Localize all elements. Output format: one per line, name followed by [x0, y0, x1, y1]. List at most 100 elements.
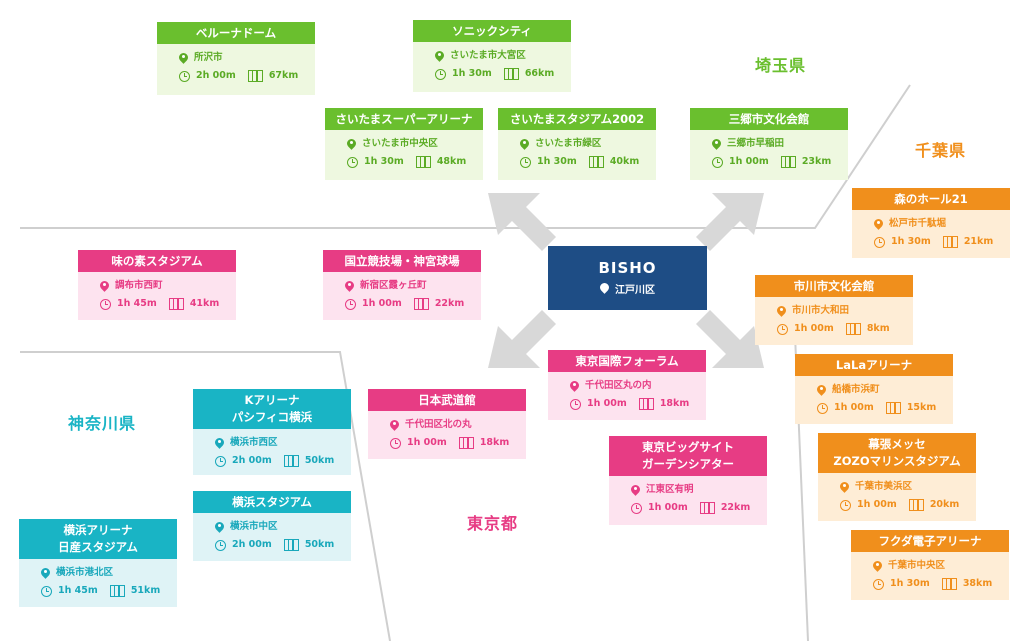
map-icon — [168, 298, 184, 310]
venue-travel-row: 1h 45m 51km — [41, 582, 177, 600]
pin-icon — [179, 53, 188, 64]
venue-location: さいたま市中央区 — [362, 138, 438, 149]
venue-time: 1h 30m — [537, 156, 577, 167]
venue-name: 国立競技場・神宮球場 — [323, 250, 481, 272]
arrow-northwest — [488, 193, 556, 251]
venue-time: 2h 00m — [196, 70, 236, 81]
map-icon — [942, 236, 958, 248]
map-icon — [109, 585, 125, 597]
venue-location: 千代田区丸の内 — [585, 380, 652, 391]
venue-time: 1h 00m — [407, 437, 447, 448]
venue-location-row: 横浜市西区 — [215, 434, 351, 452]
pin-icon — [347, 139, 356, 150]
venue-distance: 51km — [130, 585, 161, 596]
venue-location-row: 市川市大和田 — [777, 302, 913, 320]
map-icon — [415, 156, 431, 168]
venue-name: 市川市文化会館 — [755, 275, 913, 297]
clock-icon — [215, 539, 226, 551]
arrow-southwest — [488, 310, 556, 368]
venue-time: 1h 00m — [648, 502, 688, 513]
map-icon — [908, 499, 924, 511]
venue-location: さいたま市緑区 — [535, 138, 602, 149]
map-icon — [458, 437, 474, 449]
venue-time: 1h 45m — [117, 298, 157, 309]
clock-icon — [390, 437, 401, 449]
venue-time: 1h 30m — [891, 236, 931, 247]
venue-location: 船橋市浜町 — [832, 384, 880, 395]
clock-icon — [215, 455, 226, 467]
venue-location-row: 松戸市千駄堀 — [874, 215, 1010, 233]
venue-distance: 8km — [866, 323, 890, 334]
venue-location-row: 横浜市中区 — [215, 518, 351, 536]
pin-icon — [631, 485, 640, 496]
venue-name-line: 国立競技場・神宮球場 — [344, 254, 460, 268]
venue-name: 横浜スタジアム — [193, 491, 351, 513]
venue-name: 味の素スタジアム — [78, 250, 236, 272]
pin-icon — [873, 561, 882, 572]
map-icon — [941, 578, 957, 590]
region-label-saitama: 埼玉県 — [755, 56, 807, 75]
pin-icon — [345, 281, 354, 292]
venue-time: 1h 30m — [890, 578, 930, 589]
venue-time: 1h 30m — [452, 68, 492, 79]
pin-icon — [817, 385, 826, 396]
clock-icon — [712, 156, 723, 168]
pin-icon — [520, 139, 529, 150]
clock-icon — [41, 585, 52, 597]
hub-name: BISHO — [598, 259, 657, 277]
venue-location: 所沢市 — [194, 52, 223, 63]
pin-icon — [570, 381, 579, 392]
clock-icon — [840, 499, 851, 511]
venue-name: ベルーナドーム — [157, 22, 315, 44]
venue-distance: 20km — [929, 499, 960, 510]
map-icon — [283, 455, 299, 467]
venue-location-row: 江東区有明 — [631, 481, 767, 499]
clock-icon — [817, 402, 828, 414]
venue-location-row: 新宿区霞ヶ丘町 — [345, 277, 481, 295]
clock-icon — [631, 502, 642, 514]
pin-icon — [41, 568, 50, 579]
venue-time: 1h 45m — [58, 585, 98, 596]
venue-name-line: 横浜スタジアム — [232, 495, 312, 509]
venue-distance: 22km — [434, 298, 465, 309]
venue-name: LaLaアリーナ — [795, 354, 953, 376]
venue-name-line: パシフィコ横浜 — [231, 410, 313, 424]
venue-location: 千葉市美浜区 — [855, 481, 913, 492]
clock-icon — [435, 68, 446, 80]
venue-distance: 50km — [304, 455, 335, 466]
venue-name-line: 日産スタジアム — [58, 540, 138, 554]
venue-name-line: 日本武道館 — [418, 393, 476, 407]
clock-icon — [347, 156, 358, 168]
clock-icon — [345, 298, 356, 310]
arrow-northeast — [696, 193, 764, 251]
